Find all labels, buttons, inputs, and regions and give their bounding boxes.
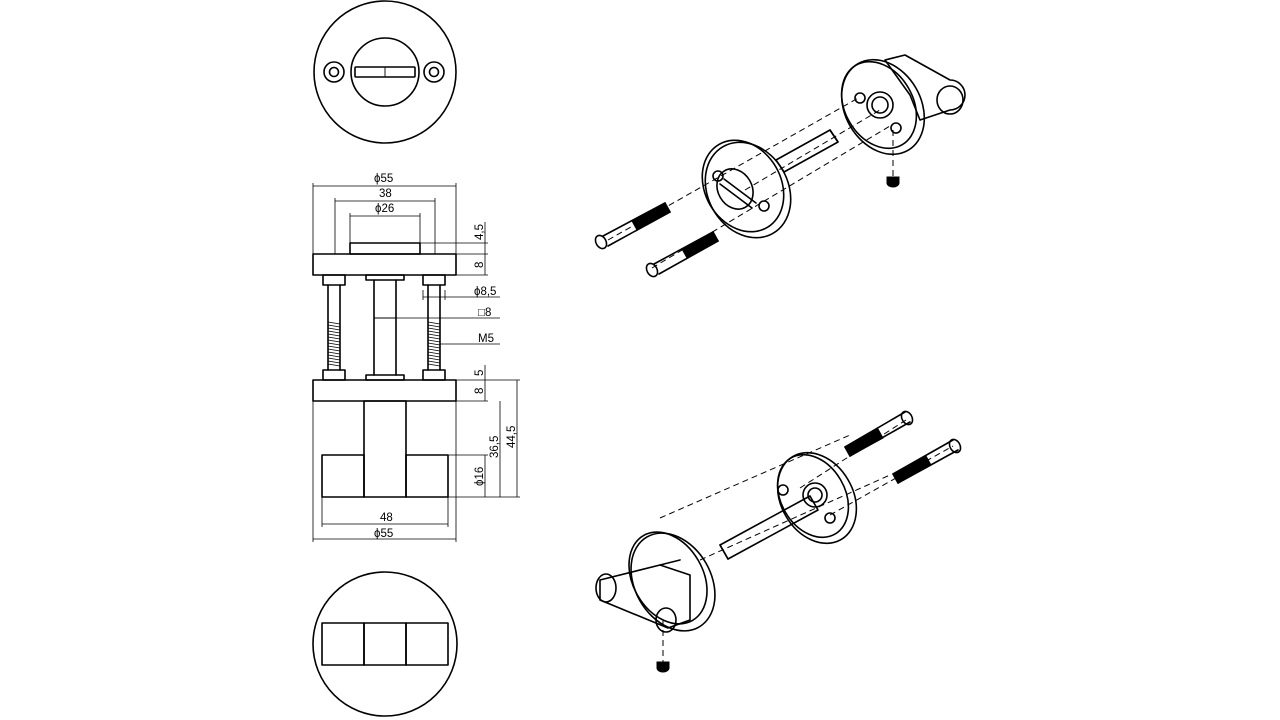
dim-48: 48 [380, 512, 393, 524]
thread-line [427, 348, 441, 352]
dim-dia55-bottom: ϕ55 [374, 528, 393, 540]
thread-line [427, 327, 441, 331]
thread-line [327, 357, 341, 361]
setscrew-bottom [656, 661, 670, 673]
dim-sq8: □8 [478, 307, 491, 319]
thread-line [427, 354, 441, 358]
rose-top-lever [840, 54, 966, 156]
dim-8-top: 8 [474, 262, 486, 268]
spindle-top [775, 129, 839, 173]
thread-line [427, 330, 441, 334]
dim-5: 5 [474, 370, 486, 376]
thread-line [327, 333, 341, 337]
dimension-labels: ϕ55 38 ϕ26 4,5 8 ϕ8,5 □8 M5 5 8 36,5 44,… [374, 173, 518, 540]
side-section-view [312, 242, 457, 498]
thread-line [327, 354, 341, 358]
thread-line [327, 327, 341, 331]
dim-dia8-5: ϕ8,5 [474, 286, 496, 298]
thread-line [327, 345, 341, 349]
dim-36-5: 36,5 [489, 436, 501, 458]
setscrew-top [886, 176, 900, 188]
dim-38: 38 [379, 188, 392, 200]
exploded-view-bottom [595, 410, 962, 673]
thread-line [427, 324, 441, 328]
rose-bottom-front [595, 531, 716, 633]
spindle-bottom [719, 495, 819, 560]
thread-line [327, 342, 341, 346]
exploded-view-top [594, 54, 966, 278]
screw-bottom-1 [844, 410, 914, 457]
thread-line [427, 333, 441, 337]
screw-bottom-2 [892, 438, 962, 484]
thread-line [427, 336, 441, 340]
thread-line [327, 348, 341, 352]
dim-4-5: 4,5 [474, 224, 486, 240]
thread-line [427, 351, 441, 355]
thread-line [327, 330, 341, 334]
bottom-view-knob [312, 571, 458, 717]
thread-line [327, 339, 341, 343]
thread-line [327, 324, 341, 328]
front-view-rose [313, 0, 457, 144]
thread-line [427, 357, 441, 361]
dim-44-5: 44,5 [506, 426, 518, 448]
dimension-lines [312, 183, 520, 542]
screw-top-1 [594, 202, 671, 250]
dim-m5: M5 [478, 333, 494, 345]
thread-line [427, 345, 441, 349]
thread-line [327, 351, 341, 355]
thread-line [427, 339, 441, 343]
thread-line [427, 321, 441, 325]
dim-dia16: ϕ16 [474, 467, 486, 486]
rose-bottom-back [776, 451, 858, 545]
dim-8-bottom: 8 [474, 388, 486, 394]
thread-line [327, 363, 341, 367]
screw-top-2 [645, 231, 719, 278]
thread-line [427, 363, 441, 367]
screw-hole-left [323, 61, 345, 83]
dim-dia26: ϕ26 [375, 203, 394, 215]
dim-dia55-top: ϕ55 [374, 173, 393, 185]
thread-line [427, 342, 441, 346]
screw-hole-right [423, 61, 445, 83]
thread-line [427, 360, 441, 364]
thread-line [327, 321, 341, 325]
thread-line [327, 360, 341, 364]
thread-line [327, 336, 341, 340]
